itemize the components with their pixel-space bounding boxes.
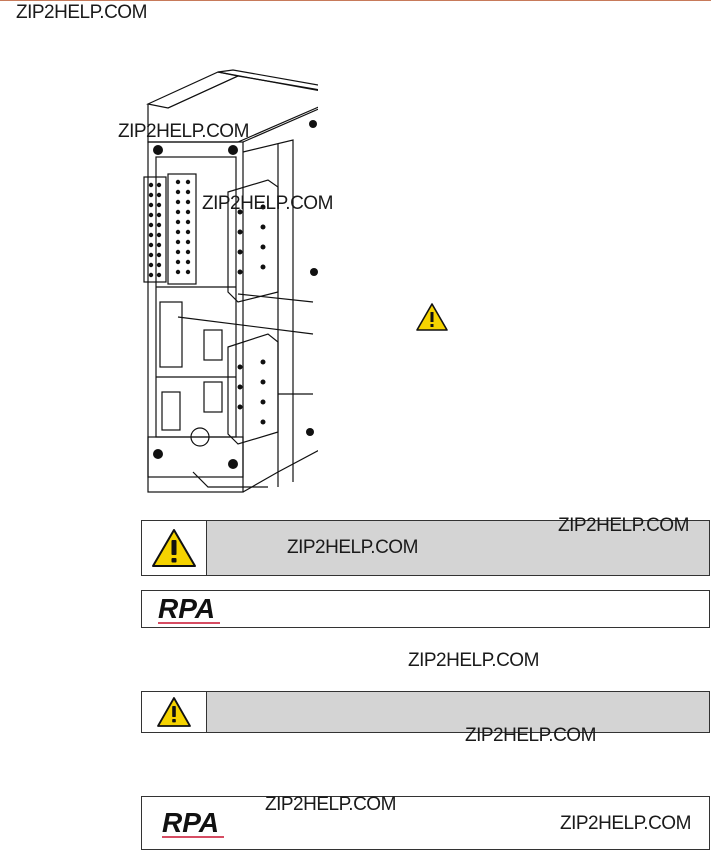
rpa-logo: RPA <box>162 807 224 838</box>
warning-box-2-content <box>207 692 709 732</box>
rpa-box-2: RPA <box>141 796 710 850</box>
watermark-box3-right: ZIP2HELP.COM <box>560 813 691 834</box>
watermark-header: ZIP2HELP.COM <box>16 2 147 23</box>
warning-box-2-icon-cell <box>142 692 207 732</box>
svg-text:RPA: RPA <box>162 807 219 838</box>
svg-text:RPA: RPA <box>158 593 215 624</box>
warning-box-1-icon-cell <box>142 521 207 575</box>
watermark-figure-top: ZIP2HELP.COM <box>118 121 249 142</box>
rpa-logo: RPA <box>158 593 220 624</box>
warning-triangle-icon <box>152 529 196 567</box>
warning-box-2 <box>141 691 710 733</box>
watermark-box2: ZIP2HELP.COM <box>465 725 596 746</box>
watermark-box1-right: ZIP2HELP.COM <box>558 515 689 536</box>
warning-triangle-icon <box>157 697 191 727</box>
watermark-box3-left: ZIP2HELP.COM <box>265 794 396 815</box>
watermark-figure-mid: ZIP2HELP.COM <box>202 193 333 214</box>
top-rule <box>0 0 711 1</box>
watermark-box1-mid: ZIP2HELP.COM <box>287 537 418 558</box>
rpa-box-1: RPA <box>141 590 710 628</box>
warning-triangle-icon <box>416 303 448 331</box>
warning-box-1-content <box>207 521 709 575</box>
warning-box-1 <box>141 520 710 576</box>
watermark-middle: ZIP2HELP.COM <box>408 650 539 671</box>
drive-module-drawing <box>143 69 318 493</box>
